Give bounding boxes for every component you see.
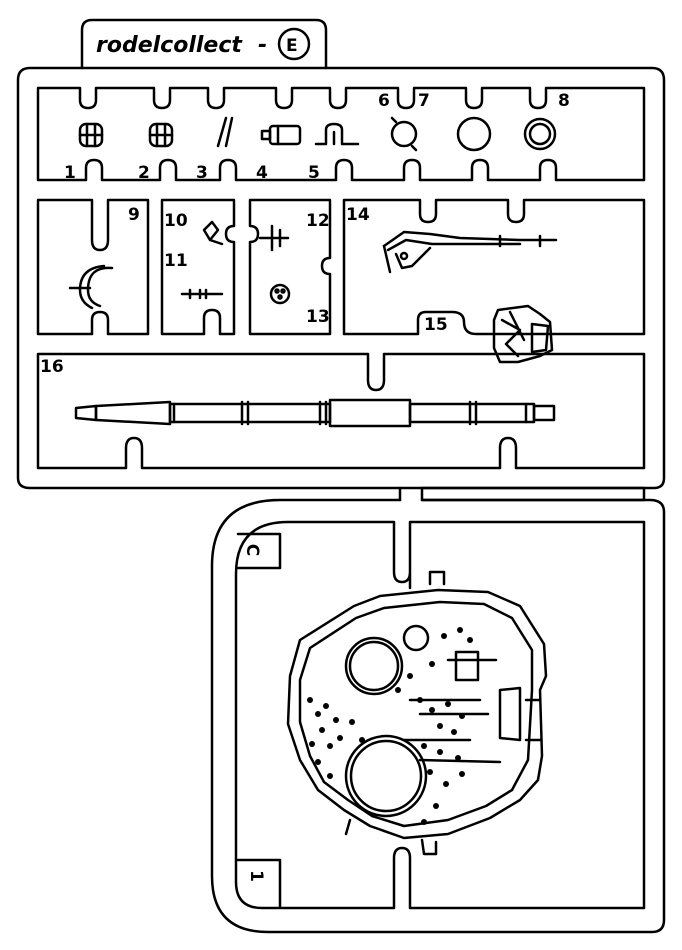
part-number-16: 16 xyxy=(40,357,64,377)
part-14-15-box xyxy=(342,198,646,336)
header-tab xyxy=(80,18,328,70)
part-14-drawing xyxy=(382,230,558,274)
sprue-e-outer-frame xyxy=(16,66,666,490)
sprue-c-outer-frame xyxy=(210,498,666,934)
part-11-drawing xyxy=(180,288,224,300)
sprue-letter-circle xyxy=(277,27,311,61)
part-10-drawing xyxy=(202,220,224,246)
part-number-9: 9 xyxy=(128,205,140,225)
part-15-drawing xyxy=(492,304,554,364)
part-number-1: 1 xyxy=(64,163,76,183)
part-number-5: 5 xyxy=(308,163,320,183)
part-16-rod xyxy=(74,398,556,428)
part-number-13: 13 xyxy=(306,307,330,327)
part-16-box xyxy=(36,352,646,470)
part-number-6: 6 xyxy=(378,91,390,111)
part-12-drawing xyxy=(258,224,290,252)
part-number-12: 12 xyxy=(306,211,330,231)
part-4-drawing xyxy=(260,124,302,146)
part-disc-drawing xyxy=(456,116,492,152)
part-10-11-box xyxy=(160,198,236,336)
part-number-4: 4 xyxy=(256,163,268,183)
part-8-ring-drawing xyxy=(523,117,557,151)
sprue-c-letter: C xyxy=(242,544,262,556)
sprue-c-part-number-1: 1 xyxy=(246,870,266,882)
part-3-drawing xyxy=(216,116,234,148)
part-number-10: 10 xyxy=(164,211,188,231)
brand-dash: - xyxy=(258,33,267,58)
one-corner-box xyxy=(236,858,282,908)
part-number-14: 14 xyxy=(346,205,370,225)
part-c1-drawing xyxy=(286,570,548,856)
part-number-11: 11 xyxy=(164,251,188,271)
part-12-13-box xyxy=(248,198,332,336)
part-number-3: 3 xyxy=(196,163,208,183)
part-number-2: 2 xyxy=(138,163,150,183)
sprue-letter-e: E xyxy=(286,36,298,56)
part-13-drawing xyxy=(269,283,291,305)
top-row-box xyxy=(36,86,646,182)
part-number-8: 8 xyxy=(558,91,570,111)
part-2-drawing xyxy=(148,122,174,148)
part-6-7-ring-drawing xyxy=(390,116,418,152)
brand-logo-text: rodelcollect xyxy=(96,33,243,58)
part-9-box xyxy=(36,198,150,336)
part-number-15: 15 xyxy=(424,315,448,335)
c-corner-box xyxy=(236,532,282,570)
part-5-drawing xyxy=(314,122,360,146)
part-9-drawing xyxy=(68,264,114,310)
part-c1-rivets xyxy=(307,627,473,825)
sprue-c-inner-frame xyxy=(234,520,646,910)
part-1-drawing xyxy=(78,122,104,148)
gate-strip-right xyxy=(420,486,646,502)
part-number-7: 7 xyxy=(418,91,430,111)
